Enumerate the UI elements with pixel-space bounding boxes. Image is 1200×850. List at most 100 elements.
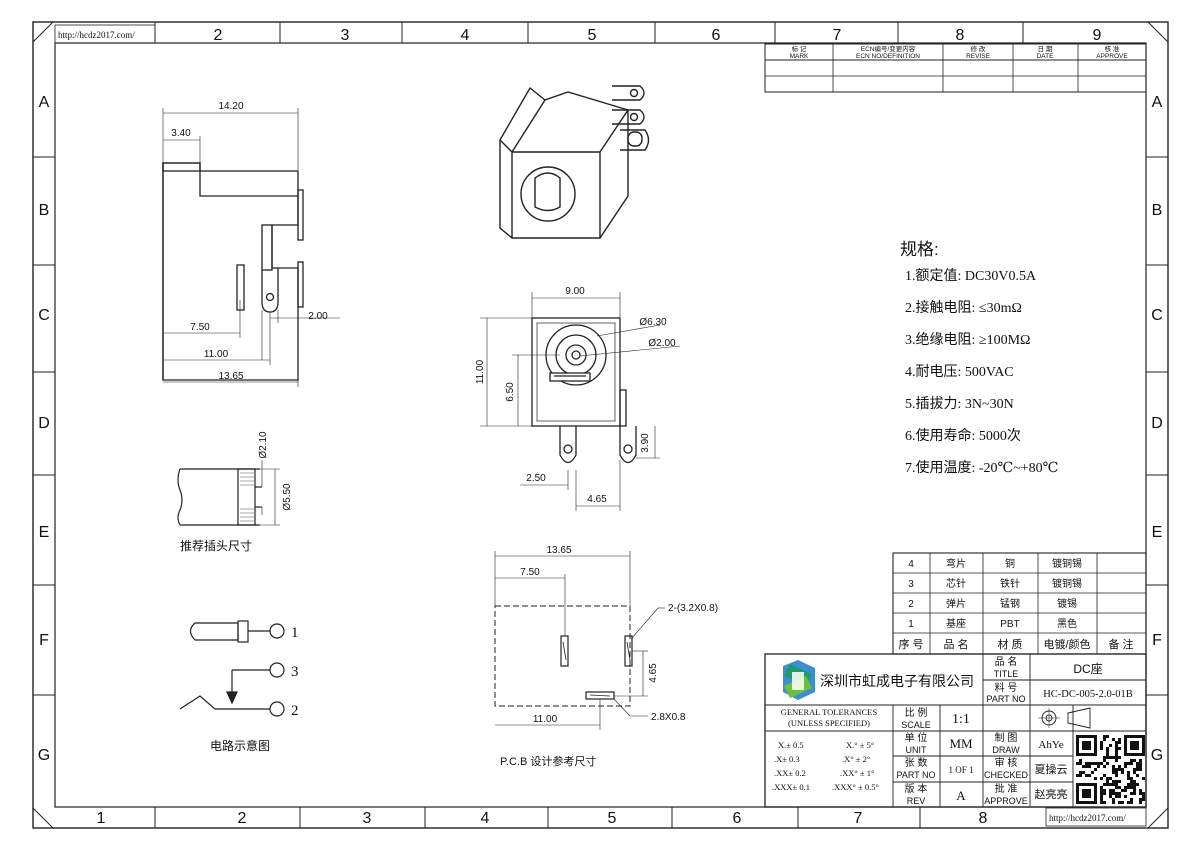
pcb-dims	[494, 551, 665, 730]
scale-label-en: SCALE	[901, 720, 931, 730]
zone-left-c: C	[38, 307, 50, 324]
spec-item-4: 4.耐电压: 500VAC	[905, 364, 1014, 380]
dim-front-pin-gap: 4.65	[587, 494, 607, 505]
rev-header-ecn-cn: ECN编号/变更内容	[861, 44, 916, 53]
dim-front-outer-dia: Ø6.30	[639, 317, 667, 328]
check-label-en: CHECKED	[984, 770, 1029, 780]
url-bottom[interactable]: http://hcdz2017.com/	[1049, 813, 1126, 823]
zone-top-9: 9	[1093, 27, 1102, 44]
zone-right-e: E	[1152, 524, 1163, 541]
tol-ang-2: .X° ± 2°	[842, 754, 870, 764]
dim-pcb-length: 13.65	[546, 545, 571, 556]
zone-top-8: 8	[956, 27, 965, 44]
zone-left-a: A	[39, 94, 50, 111]
spec-item-1: 1.额定值: DC30V0.5A	[905, 268, 1037, 284]
title-label-cn: 品 名	[995, 655, 1018, 668]
rev-header-mark-en: MARK	[790, 53, 809, 60]
tol-lin-3: .XX± 0.2	[774, 768, 806, 778]
bom-row2-name: 芯针	[946, 577, 966, 590]
unit-value: MM	[949, 736, 973, 751]
bom-header-name: 品 名	[943, 637, 968, 651]
dim-front-pin-offset: 2.50	[526, 473, 546, 484]
check-label-cn: 审 核	[995, 756, 1018, 769]
front-view-dims	[480, 292, 681, 511]
tol-title-2: (UNLESS SPECIFIED)	[788, 718, 870, 728]
unit-label-cn: 单 位	[905, 731, 928, 744]
bom-row4-no: 1	[908, 619, 914, 630]
rev-header-mark-cn: 标 记	[792, 44, 807, 53]
bom-row2-material: 铁针	[1000, 577, 1020, 590]
front-view	[531, 317, 637, 464]
draw-value: AhYe	[1038, 739, 1063, 751]
bom-header-no: 序 号	[898, 637, 923, 651]
bom-row4-finish: 黑色	[1057, 617, 1077, 630]
circuit-pin-1: 1	[291, 625, 299, 641]
company-logo	[783, 660, 815, 700]
plug-drawing	[177, 468, 262, 526]
plug-caption: 推荐插头尺寸	[180, 539, 252, 553]
zone-left-f: F	[39, 632, 49, 649]
tol-ang-4: .XXX° ± 0.5°	[832, 782, 879, 792]
bom-row2-no: 3	[908, 579, 914, 590]
bom-row1-finish: 镀铜锡	[1052, 557, 1082, 570]
sheet-label-cn: 张 数	[905, 756, 928, 769]
side-view-dims	[162, 108, 340, 387]
zone-top-6: 6	[712, 27, 721, 44]
title-value: DC座	[1073, 661, 1102, 676]
zone-left-e: E	[39, 524, 50, 541]
tol-ang-1: X.° ± 5°	[846, 740, 874, 750]
zone-bottom-4: 4	[481, 810, 490, 827]
rev-header-approve-en: APPROVE	[1096, 53, 1128, 60]
rev-header-ecn-en: ECN NO/DEFINITION	[856, 53, 920, 60]
draw-label-en: DRAW	[992, 745, 1020, 755]
isometric-view	[499, 85, 650, 239]
dim-front-tab: 3.90	[640, 433, 651, 453]
approve-label-en: APPROVE	[984, 796, 1028, 806]
dim-front-height: 11.00	[475, 359, 486, 384]
zone-right-c: C	[1151, 307, 1163, 324]
bom-header-remark: 备 注	[1108, 637, 1133, 651]
approve-value: 赵亮亮	[1035, 787, 1068, 801]
zone-left-d: D	[38, 415, 50, 432]
circuit-pin-3: 3	[291, 664, 299, 680]
outer-frame	[32, 21, 1169, 829]
plug-dims	[260, 460, 280, 526]
rev-header-approve-cn: 核 准	[1105, 44, 1120, 53]
inner-frame	[54, 42, 1147, 808]
projection-symbol-icon	[1038, 707, 1091, 729]
bom-row3-material: 锰钢	[1000, 597, 1020, 610]
pcb-caption: P.C.B 设计参考尺寸	[500, 754, 596, 768]
tol-title-1: GENERAL TOLERANCES	[781, 707, 878, 717]
bom-row3-name: 弹片	[946, 597, 966, 610]
circuit-pin-2: 2	[291, 703, 299, 719]
circuit-caption: 电路示意图	[210, 738, 270, 753]
dim-pcb-slots: 2-(3.2X0.8)	[668, 603, 718, 614]
url-top[interactable]: http://hcdz2017.com/	[58, 30, 135, 40]
bom-row2-finish: 镀铜锡	[1052, 577, 1082, 590]
rev-label-cn: 版 本	[905, 782, 928, 795]
tol-lin-1: X.± 0.5	[778, 740, 804, 750]
dim-pcb-slot: 2.8X0.8	[651, 712, 686, 723]
rev-header-revise-en: REVISE	[966, 53, 991, 60]
part-label-en: PART NO	[986, 694, 1025, 704]
part-label-cn: 料 号	[995, 681, 1018, 694]
zone-top-4: 4	[461, 27, 470, 44]
revision-table: 标 记 MARK ECN编号/变更内容 ECN NO/DEFINITION 修 …	[764, 43, 1147, 93]
bom-row4-material: PBT	[1000, 619, 1019, 630]
dim-side-length: 13.65	[218, 371, 243, 382]
tol-lin-4: .XXX± 0.1	[772, 782, 810, 792]
title-block: 深圳市虹成电子有限公司 品 名 TITLE DC座 料 号 PART NO HC…	[764, 653, 1147, 808]
specs-title: 规格:	[900, 240, 939, 259]
bom-row3-no: 2	[908, 599, 914, 610]
dim-front-center: 6.50	[505, 382, 516, 402]
spec-item-6: 6.使用寿命: 5000次	[905, 427, 1021, 444]
qr-code-icon	[1076, 735, 1145, 804]
dim-pcb-pad-offset: 7.50	[520, 567, 540, 578]
approve-label-cn: 批 准	[995, 782, 1018, 795]
check-value: 夏操云	[1035, 762, 1068, 776]
dim-side-pinwidth: 2.00	[308, 311, 328, 322]
zone-top-5: 5	[588, 27, 597, 44]
zone-bottom-7: 7	[854, 810, 863, 827]
side-view	[162, 162, 304, 381]
